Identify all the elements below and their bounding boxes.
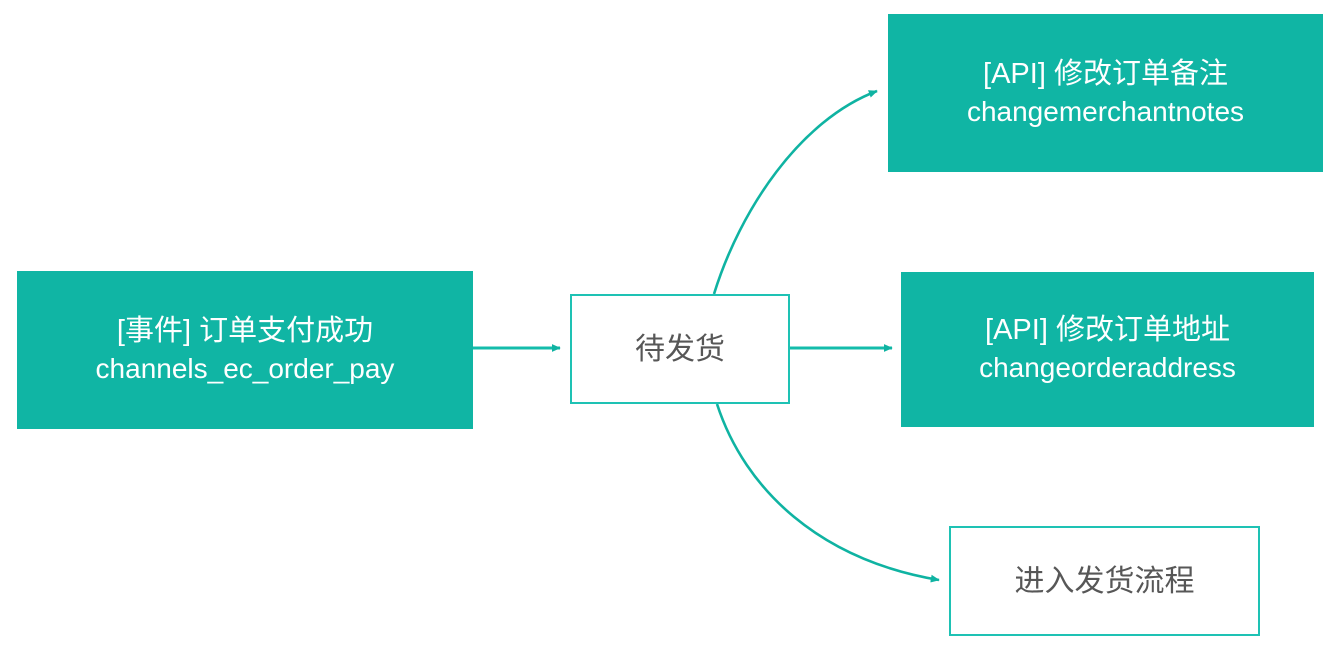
- node-api-address-title: [API] 修改订单地址: [985, 314, 1230, 347]
- node-state-label: 待发货: [635, 332, 725, 366]
- edge-state-to-ship-flow: [715, 403, 940, 583]
- node-api-change-merchant-notes[interactable]: [API] 修改订单备注 changemerchantnotes: [888, 14, 1323, 172]
- node-api-notes-code: changemerchantnotes: [966, 95, 1245, 127]
- node-api-change-order-address[interactable]: [API] 修改订单地址 changeorderaddress: [901, 272, 1314, 427]
- node-event-code: channels_ec_order_pay: [95, 352, 395, 384]
- node-event-order-pay-success[interactable]: [事件] 订单支付成功 channels_ec_order_pay: [17, 271, 473, 429]
- edge-state-to-api-notes: [712, 89, 878, 295]
- node-api-notes-title: [API] 修改订单备注: [983, 57, 1228, 90]
- node-api-address-code: changeorderaddress: [979, 352, 1236, 384]
- node-event-title: [事件] 订单支付成功: [116, 314, 374, 347]
- node-state-pending-shipment[interactable]: 待发货: [570, 294, 790, 404]
- node-enter-shipping-process[interactable]: 进入发货流程: [949, 526, 1260, 636]
- node-ship-flow-label: 进入发货流程: [1014, 564, 1195, 598]
